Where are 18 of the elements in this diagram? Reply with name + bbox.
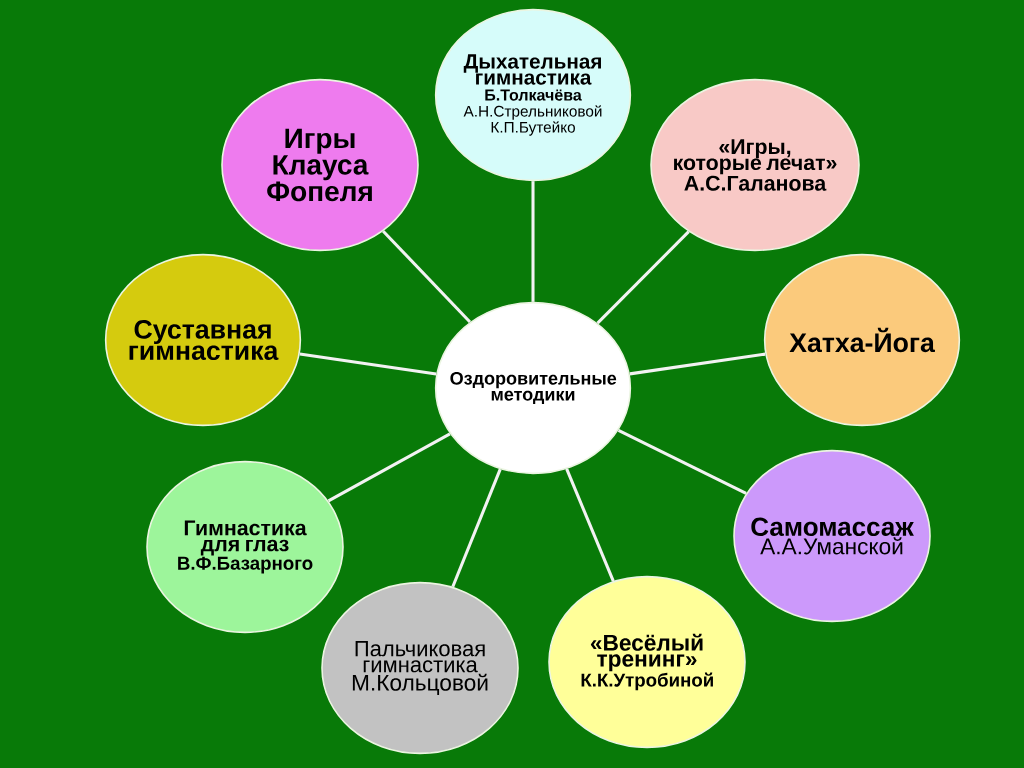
connector-line xyxy=(629,352,766,376)
connector-line xyxy=(299,352,437,376)
connector-line xyxy=(451,468,502,588)
connector-line xyxy=(617,428,747,495)
connector-line xyxy=(327,432,451,503)
ellipse-node: Пальчиковая гимнастика М.Кольцовой xyxy=(321,581,519,755)
connector-line xyxy=(531,181,535,302)
ellipse-node: Игры Клауса Фопеля xyxy=(221,78,419,252)
connector-line xyxy=(565,468,615,582)
ellipse-node: Самомассаж А.А.Уманской xyxy=(733,449,931,623)
connector-line xyxy=(596,230,690,325)
ellipse-node: Дыхательная гимнастика Б.Толкачёва А.Н.Стрельниковой К.П.Бутейко xyxy=(434,8,632,182)
connector-line xyxy=(382,230,472,324)
ellipse-node: Суставная гимнастика xyxy=(104,253,302,427)
ellipse-node: Хатха-Йога xyxy=(763,253,961,427)
ellipse-node: Гимнастика для глаз В.Ф.Базарного xyxy=(146,460,344,634)
ellipse-node: «Весёлый тренинг» К.К.Утробиной xyxy=(548,575,746,749)
ellipse-node: «Игры, которые лечат» А.С.Галанова xyxy=(650,78,860,252)
